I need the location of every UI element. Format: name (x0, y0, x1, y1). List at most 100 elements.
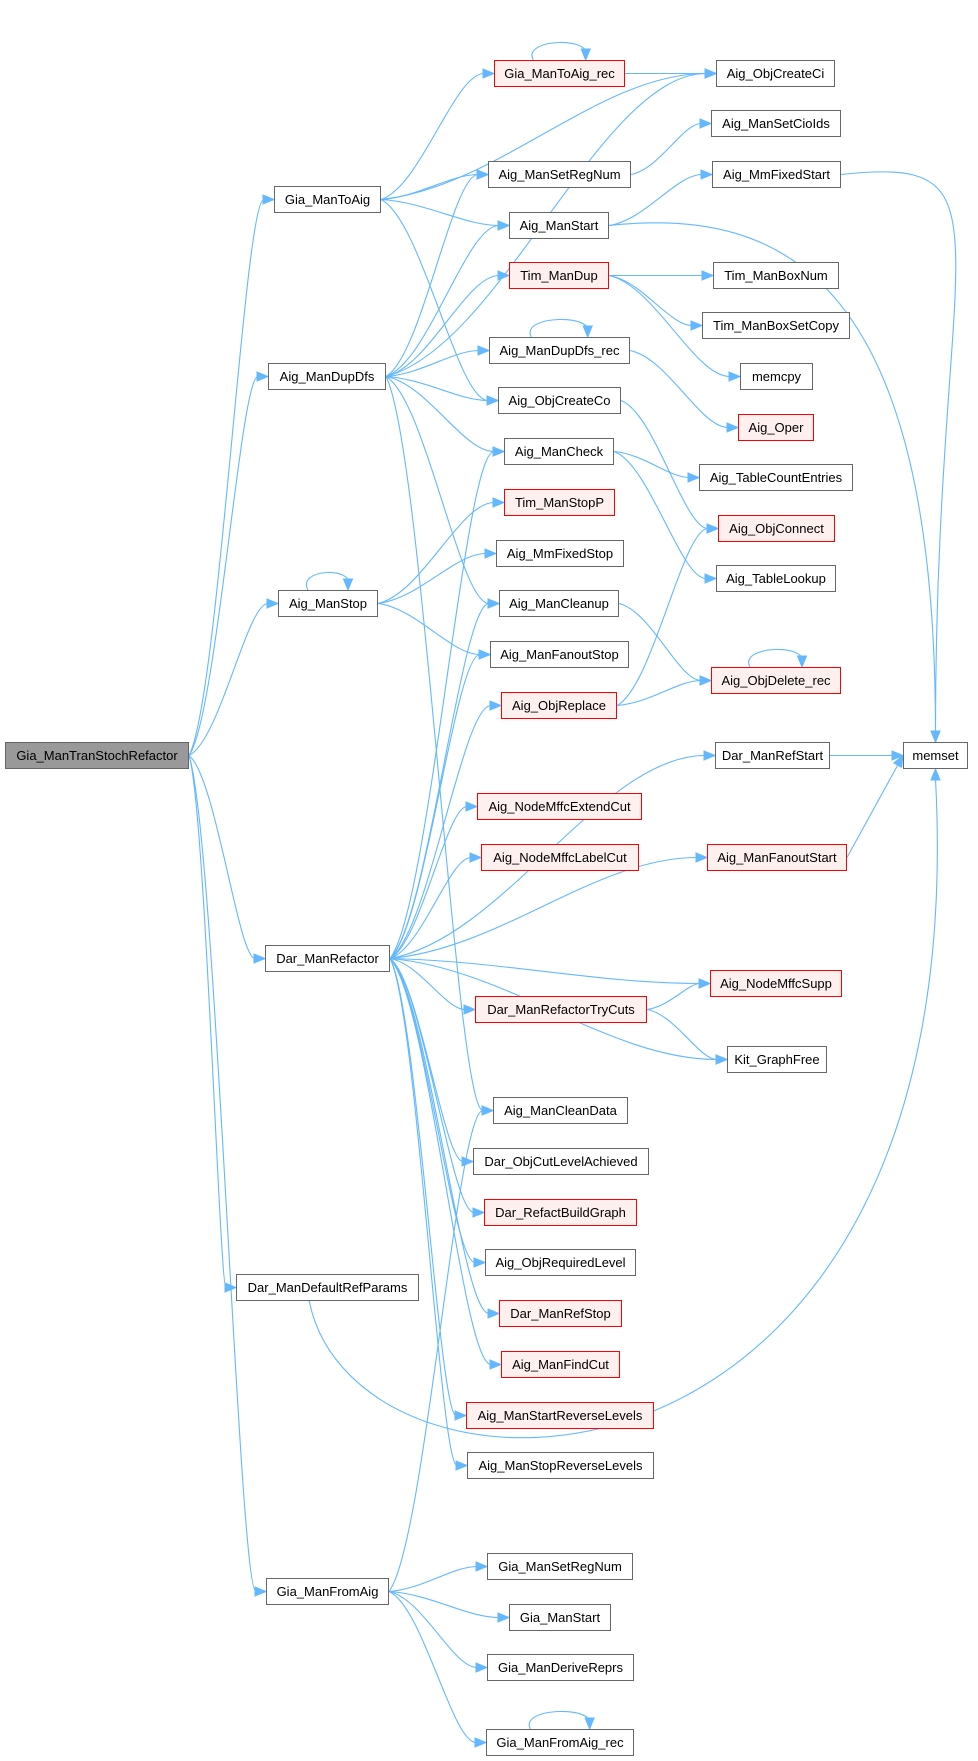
node-gia-manfromaig[interactable]: Gia_ManFromAig (266, 1578, 389, 1605)
edge-dar-manrefactor-to-aig-nodemffcextendcut (389, 805, 468, 959)
node-aig-nodemffclabelcut[interactable]: Aig_NodeMffcLabelCut (481, 844, 639, 871)
node-tim-mandup[interactable]: Tim_ManDup (509, 262, 609, 289)
edge-aig-manstop-to-aig-mmfixedstop-arrowhead (484, 548, 498, 559)
edge-gia-manfromaig-to-gia-mansetregnum (388, 1565, 478, 1593)
edge-root-to-aig-mandupdfs-arrowhead (256, 371, 270, 382)
node-aig-objreplace[interactable]: Aig_ObjReplace (501, 692, 617, 719)
node-aig-tablelookup[interactable]: Aig_TableLookup (716, 565, 836, 592)
edge-aig-mandupdfs-to-tim-mandup-arrowhead (497, 270, 511, 281)
edge-dar-mandefaultrefparams-to-memset-arrowhead (930, 767, 941, 781)
edge-aig-mandupdfs-to-aig-objcreateco (385, 375, 489, 402)
edge-dar-manrefactor-to-aig-objrequiredlevel-arrowhead (473, 1257, 487, 1268)
edge-root-to-gia-manfromaig (188, 755, 257, 1593)
edge-gia-manfromaig-to-gia-mansetregnum-arrowhead (475, 1561, 489, 1572)
edge-dar-manrefactor-to-aig-objreplace (389, 704, 492, 959)
edge-aig-objreplace-to-aig-objdelete-rec-arrowhead (699, 675, 713, 686)
edge-dar-manrefactor-to-dar-objcutlevelachieved-arrowhead (461, 1156, 475, 1167)
edge-aig-manstart-to-aig-mmfixedstart-arrowhead (700, 169, 714, 180)
node-gia-mansetregnum[interactable]: Gia_ManSetRegNum (487, 1553, 633, 1580)
node-gia-manderivereprs[interactable]: Gia_ManDeriveReprs (487, 1654, 634, 1681)
node-aig-oper[interactable]: Aig_Oper (738, 414, 814, 441)
edge-root-to-dar-manrefactor-arrowhead (253, 953, 267, 964)
edge-aig-mandupdfs-to-aig-mandupdfs-rec (385, 349, 480, 378)
edge-dar-manrefactor-to-aig-manfanoutstop-arrowhead (478, 649, 492, 660)
node-dar-manrefstart[interactable]: Dar_ManRefStart (715, 742, 830, 769)
edge-aig-mandupdfs-to-aig-objcreateco-arrowhead (486, 395, 500, 406)
node-gia-mantoaig[interactable]: Gia_ManToAig (274, 186, 381, 213)
node-aig-nodemffcextendcut[interactable]: Aig_NodeMffcExtendCut (477, 793, 642, 820)
node-dar-objcutlevelachieved[interactable]: Dar_ObjCutLevelAchieved (473, 1148, 649, 1175)
edge-gia-mantoaig-to-aig-objcreateco (380, 199, 489, 402)
edge-gia-manfromaig-rec-to-gia-manfromaig-rec-arrowhead (584, 1717, 595, 1731)
node-aig-mancleandata[interactable]: Aig_ManCleanData (493, 1097, 628, 1124)
node-memset[interactable]: memset (903, 742, 968, 769)
edge-aig-mandupdfs-rec-to-aig-mandupdfs-rec-arrowhead (582, 325, 593, 339)
node-aig-manstopreverselevels[interactable]: Aig_ManStopReverseLevels (467, 1452, 654, 1479)
edge-aig-manstart-to-memset (608, 222, 937, 733)
node-aig-objrequiredlevel[interactable]: Aig_ObjRequiredLevel (485, 1249, 636, 1276)
edge-gia-mantoaig-to-gia-mantoaig-rec (380, 72, 485, 201)
node-aig-nodemffcsupp[interactable]: Aig_NodeMffcSupp (710, 970, 842, 997)
edge-aig-mancheck-to-aig-tablecountentries (613, 450, 690, 479)
node-kit-graphfree[interactable]: Kit_GraphFree (727, 1046, 827, 1073)
node-aig-manstart[interactable]: Aig_ManStart (509, 212, 609, 239)
edge-aig-mandupdfs-to-aig-mansetregnum-arrowhead (476, 169, 490, 180)
node-gia-manfromaig-rec[interactable]: Gia_ManFromAig_rec (486, 1729, 634, 1756)
node-aig-manstop[interactable]: Aig_ManStop (278, 590, 378, 617)
edge-dar-manrefactor-to-aig-manfanoutstop (389, 653, 481, 959)
edge-aig-mancheck-to-aig-tablelookup (613, 450, 707, 580)
node-aig-mancleanup[interactable]: Aig_ManCleanup (499, 590, 619, 617)
edge-gia-manfromaig-to-gia-manderivereprs-arrowhead (475, 1662, 489, 1673)
node-aig-objcreateco[interactable]: Aig_ObjCreateCo (498, 387, 621, 414)
node-gia-manstart[interactable]: Gia_ManStart (509, 1604, 611, 1631)
node-aig-manfindcut[interactable]: Aig_ManFindCut (501, 1351, 620, 1378)
edge-dar-manrefactor-to-aig-manstopreverselevels (389, 958, 458, 1467)
edge-gia-mantoaig-to-gia-mantoaig-rec-arrowhead (482, 68, 496, 79)
node-aig-mansetregnum[interactable]: Aig_ManSetRegNum (488, 161, 631, 188)
node-aig-mmfixedstart[interactable]: Aig_MmFixedStart (712, 161, 841, 188)
edge-aig-mandupdfs-rec-to-aig-mandupdfs-rec (529, 318, 590, 338)
edge-dar-manrefstart-to-memset-arrowhead (891, 750, 905, 761)
node-aig-mancheck[interactable]: Aig_ManCheck (504, 438, 614, 465)
node-aig-objdelete-rec[interactable]: Aig_ObjDelete_rec (711, 667, 841, 694)
edge-gia-mantoaig-to-aig-objcreateci (380, 72, 707, 201)
node-tim-manboxnum[interactable]: Tim_ManBoxNum (713, 262, 839, 289)
node-dar-refactbuildgraph[interactable]: Dar_RefactBuildGraph (484, 1199, 637, 1226)
edge-gia-manfromaig-to-gia-manstart (388, 1590, 500, 1619)
node-aig-tablecountentries[interactable]: Aig_TableCountEntries (699, 464, 853, 491)
node-dar-manrefactortrycuts[interactable]: Dar_ManRefactorTryCuts (475, 996, 647, 1023)
edge-dar-manrefactortrycuts-to-aig-nodemffcsupp (646, 982, 701, 1011)
edge-dar-mandefaultrefparams-to-memset (308, 778, 938, 1439)
node-dar-manrefactor[interactable]: Dar_ManRefactor (265, 945, 390, 972)
node-tim-manstopp[interactable]: Tim_ManStopP (504, 489, 615, 516)
edge-dar-manrefactor-to-aig-manfanoutstart (389, 856, 698, 960)
edge-gia-manfromaig-to-gia-manderivereprs (388, 1590, 478, 1669)
edge-aig-mandupdfs-rec-to-aig-oper (629, 349, 729, 429)
node-dar-manrefstop[interactable]: Dar_ManRefStop (499, 1300, 622, 1327)
edge-aig-mmfixedstart-to-memset-arrowhead (930, 730, 941, 744)
node-dar-mandefaultrefparams[interactable]: Dar_ManDefaultRefParams (236, 1274, 419, 1301)
edge-dar-manrefactortrycuts-to-kit-graphfree (646, 1008, 718, 1061)
edge-dar-manrefactor-to-aig-manstartreverselevels-arrowhead (454, 1410, 468, 1421)
edge-gia-manfromaig-to-aig-mancleandata (388, 1109, 484, 1592)
node-aig-objconnect[interactable]: Aig_ObjConnect (718, 515, 835, 542)
node-aig-mansetcioids[interactable]: Aig_ManSetCioIds (711, 110, 841, 137)
edge-aig-mandupdfs-rec-to-aig-oper-arrowhead (726, 422, 740, 433)
node-aig-manfanoutstart[interactable]: Aig_ManFanoutStart (707, 844, 847, 871)
node-aig-manfanoutstop[interactable]: Aig_ManFanoutStop (490, 641, 629, 668)
edge-aig-manstop-to-aig-mmfixedstop (377, 552, 487, 605)
node-aig-mandupdfs[interactable]: Aig_ManDupDfs (268, 363, 386, 390)
node-aig-objcreateci[interactable]: Aig_ObjCreateCi (716, 60, 835, 87)
edge-gia-manfromaig-to-aig-mancleandata-arrowhead (481, 1105, 495, 1116)
node-aig-mmfixedstop[interactable]: Aig_MmFixedStop (496, 540, 624, 567)
node-memcpy[interactable]: memcpy (740, 363, 813, 390)
node-gia-mantoaig-rec[interactable]: Gia_ManToAig_rec (494, 60, 625, 87)
edge-aig-manstop-to-aig-manstop-arrowhead (342, 578, 354, 592)
node-tim-manboxsetcopy[interactable]: Tim_ManBoxSetCopy (702, 312, 850, 339)
node-aig-mandupdfs-rec[interactable]: Aig_ManDupDfs_rec (489, 337, 630, 364)
edge-aig-mandupdfs-to-aig-mandupdfs-rec-arrowhead (477, 345, 491, 356)
node-aig-manstartreverselevels[interactable]: Aig_ManStartReverseLevels (466, 1402, 654, 1429)
edge-dar-manrefactor-to-aig-objreplace-arrowhead (489, 700, 503, 711)
edge-root-to-dar-mandefaultrefparams (188, 755, 227, 1289)
edge-tim-mandup-to-tim-manboxsetcopy-arrowhead (690, 320, 704, 331)
